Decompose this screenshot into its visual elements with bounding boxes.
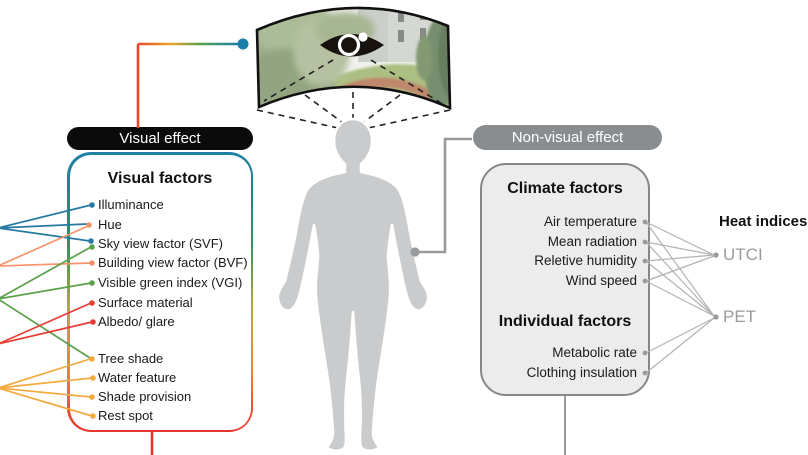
- visual-factor-bvf: Building view factor (BVF): [98, 255, 248, 270]
- visual-factors-box-fill: [69, 154, 251, 430]
- panorama-border: [255, 6, 452, 111]
- climate-factor-relative-humidity: Reletive humidity: [534, 253, 637, 268]
- visual-factor-albedo-glare: Albedo/ glare: [98, 314, 175, 329]
- index-pet: PET: [723, 307, 757, 326]
- panorama-view: [255, 6, 452, 111]
- heat-index-lines: [645, 221, 715, 374]
- visual-factors-title: Visual factors: [107, 170, 213, 187]
- individual-factor-clothing-insulation: Clothing insulation: [526, 365, 637, 380]
- sight-dashes: [256, 92, 451, 131]
- index-utci: UTCI: [723, 245, 763, 264]
- visual-factors-box: [67, 152, 253, 432]
- visual-factor-svf: Sky view factor (SVF): [98, 236, 223, 251]
- body-to-nonvisual-connector: [410, 137, 472, 257]
- visual-factor-shade-provision: Shade provision: [98, 389, 192, 404]
- panorama-building: [358, 7, 450, 62]
- climate-factors-title: Climate factors: [507, 180, 623, 197]
- visual-factor-illuminance: Illuminance: [98, 197, 164, 212]
- panorama-sky: [257, 7, 450, 109]
- climate-factor-mean-radiation: Mean radiation: [547, 234, 637, 249]
- visual-to-panorama-connector: [136, 38, 249, 128]
- panorama-trees-right: [416, 13, 450, 108]
- visual-factor-hue: Hue: [98, 217, 122, 232]
- non-visual-factors-box: [480, 163, 650, 396]
- heat-index-dots: [642, 219, 719, 376]
- non-visual-effect-pill: Non-visual effect: [473, 125, 662, 150]
- heat-indices-title: Heat indices: [719, 213, 808, 230]
- visual-factor-vgi: Visible green index (VGI): [98, 275, 243, 290]
- visual-effect-pill: Visual effect: [67, 127, 253, 150]
- visual-factor-tree-shade: Tree shade: [98, 351, 164, 366]
- panorama-trees-left: [257, 7, 375, 109]
- climate-factor-air-temperature: Air temperature: [543, 214, 637, 229]
- individual-factor-metabolic-rate: Metabolic rate: [552, 345, 637, 360]
- visual-factor-surface-material: Surface material: [98, 295, 193, 310]
- visual-factor-water-feature: Water feature: [98, 370, 177, 385]
- teal-endpoint-dot: [237, 38, 249, 50]
- visual-factor-rest-spot: Rest spot: [98, 408, 153, 423]
- individual-factors-title: Individual factors: [498, 313, 632, 330]
- climate-factor-wind-speed: Wind speed: [565, 273, 637, 288]
- panorama-path: [318, 77, 430, 108]
- human-silhouette: [276, 117, 430, 453]
- panorama-haze: [257, 7, 450, 109]
- panorama-grass: [257, 64, 450, 109]
- frustum-dashes-inner: [263, 59, 442, 104]
- eye-icon: [320, 32, 384, 57]
- body-endpoint-dot: [410, 247, 420, 257]
